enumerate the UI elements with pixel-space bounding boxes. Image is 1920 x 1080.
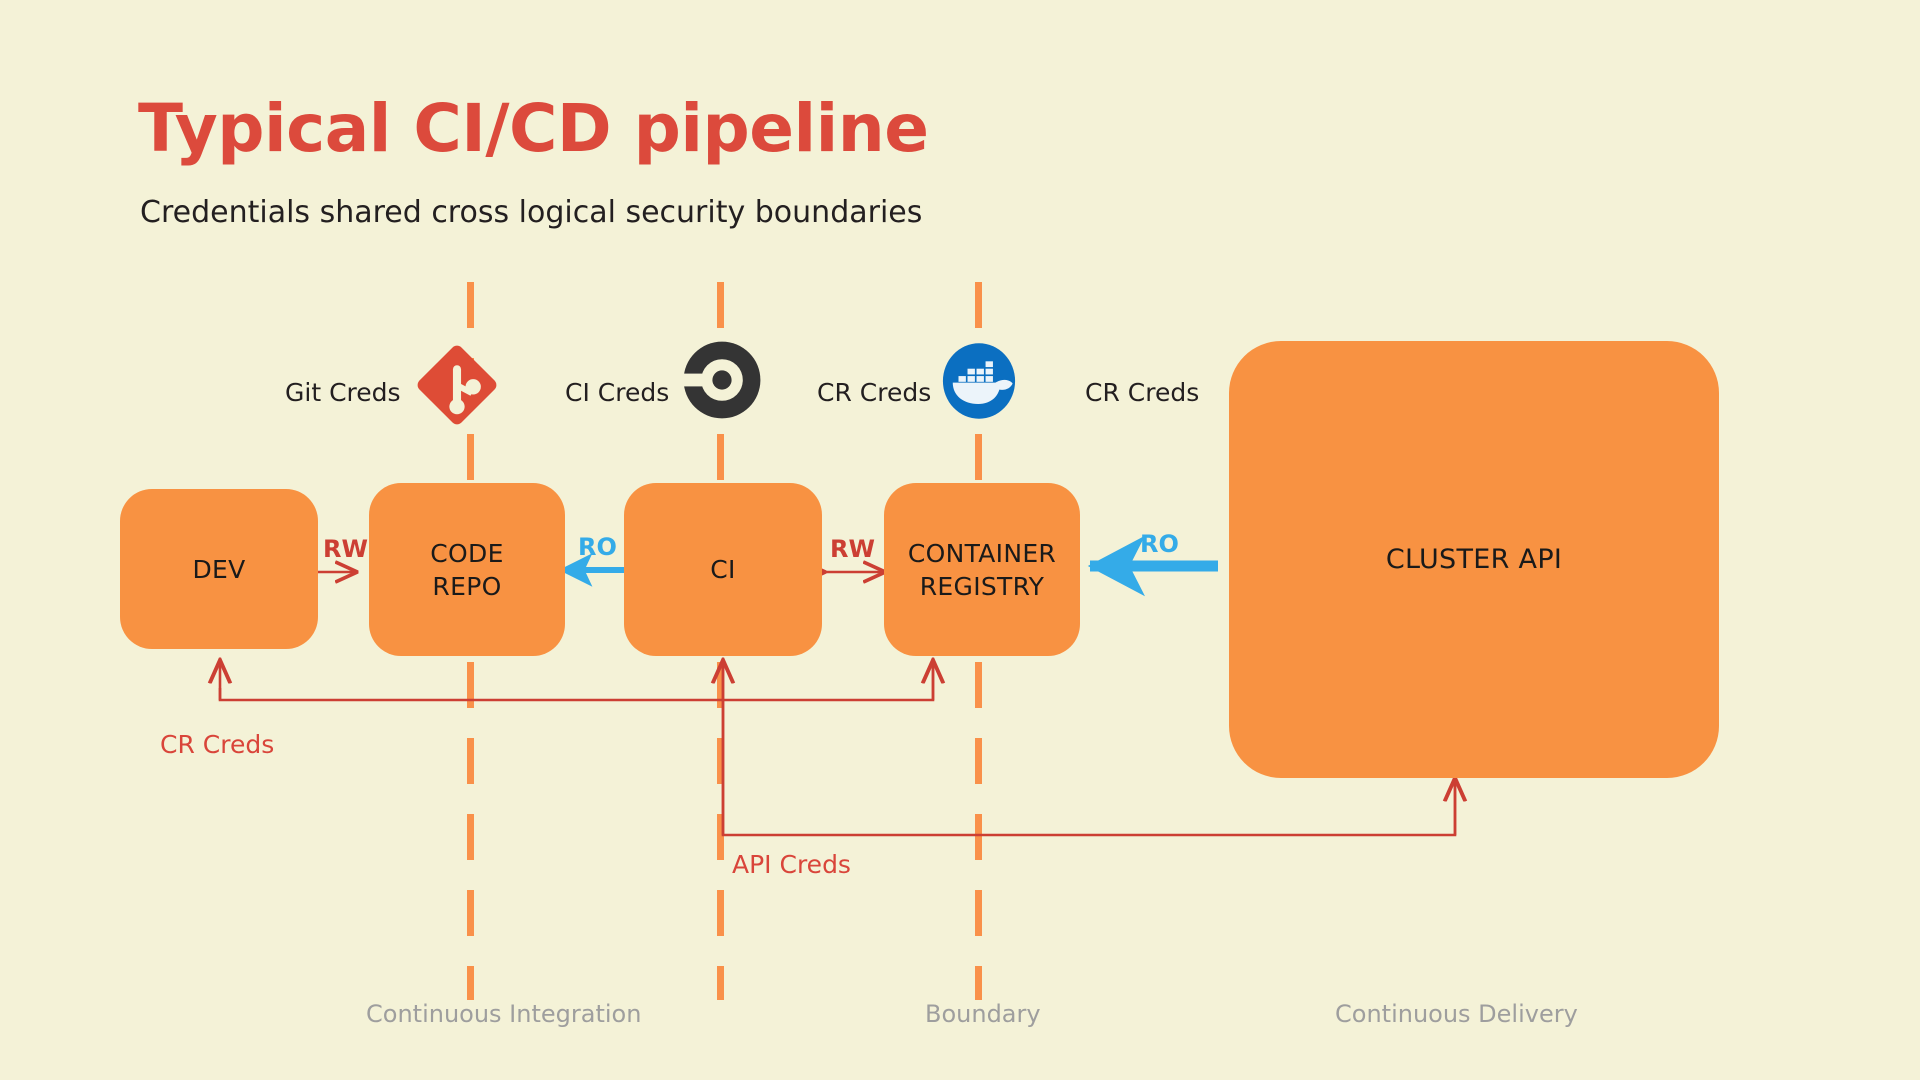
zone-label-continuous-delivery: Continuous Delivery <box>1335 1000 1578 1028</box>
cred-label-ci: CI Creds <box>565 378 670 407</box>
arrow-label-ro-cluster-registry: RO <box>1140 530 1179 558</box>
node-dev[interactable]: DEV <box>120 489 318 649</box>
node-registry-line1: CONTAINER <box>907 538 1057 568</box>
node-ci-label: CI <box>710 555 736 584</box>
page-subtitle: Credentials shared cross logical securit… <box>140 195 923 230</box>
page-title: Typical CI/CD pipeline <box>138 90 929 167</box>
docker-logo-icon <box>938 340 1020 422</box>
node-registry-line2: REGISTRY <box>919 571 1045 601</box>
arrow-label-rw-ci-registry: RW <box>830 535 875 563</box>
circleci-logo-icon <box>678 340 762 420</box>
arrow-label-ro-ci-repo: RO <box>578 533 617 561</box>
zone-label-continuous-integration: Continuous Integration <box>366 1000 642 1028</box>
node-dev-label: DEV <box>192 554 246 584</box>
zone-label-boundary: Boundary <box>925 1000 1041 1028</box>
node-ci[interactable]: CI <box>624 483 822 656</box>
arrow-label-rw-dev-repo: RW <box>323 535 368 563</box>
path-label-api-creds: API Creds <box>732 850 851 879</box>
node-container-registry-label: CONTAINER REGISTRY <box>908 537 1056 603</box>
node-container-registry[interactable]: CONTAINER REGISTRY <box>884 483 1080 656</box>
node-code-repo-line2: REPO <box>432 571 502 601</box>
node-cluster-api[interactable]: CLUSTER API <box>1229 341 1719 778</box>
node-code-repo-label: CODE REPO <box>430 537 503 603</box>
node-code-repo[interactable]: CODE REPO <box>369 483 565 656</box>
credential-path-cr-creds <box>220 660 933 702</box>
cred-label-cr-docker: CR Creds <box>817 378 932 407</box>
node-cluster-api-label: CLUSTER API <box>1385 543 1563 575</box>
git-logo-icon <box>412 340 502 430</box>
cred-label-git: Git Creds <box>285 378 401 407</box>
cred-label-cr-cluster: CR Creds <box>1085 378 1200 407</box>
node-code-repo-line1: CODE <box>430 538 504 568</box>
path-label-cr-creds: CR Creds <box>160 730 275 759</box>
